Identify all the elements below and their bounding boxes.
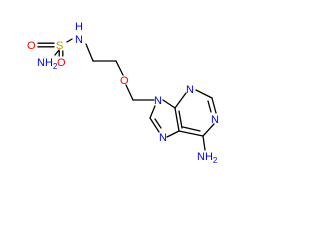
bond-c6-c5-inner bbox=[182, 126, 201, 132]
atom-n7: N bbox=[159, 132, 167, 144]
bond-c8-n7-inner bbox=[154, 118, 162, 129]
nh2-amino-main: NH bbox=[197, 151, 213, 163]
bond-o-c3 bbox=[125, 84, 134, 101]
bond-n-c1 bbox=[85, 43, 94, 62]
bond-c2-n1-inner bbox=[207, 100, 212, 113]
atom-labels: S O O N H NH2 O N N N N NH2 bbox=[27, 21, 219, 165]
atom-n1: N bbox=[211, 114, 219, 126]
atom-o-sulfonyl-bottom: O bbox=[57, 57, 66, 69]
nh2-sulfonyl-main: NH bbox=[37, 57, 53, 69]
molecule-structure-diagram: S O O N H NH2 O N N N N NH2 bbox=[27, 21, 219, 165]
atom-n9: N bbox=[154, 95, 162, 107]
bond-c2-o bbox=[115, 60, 124, 76]
bond-c4-c5 bbox=[174, 107, 180, 132]
nh2-sulfonyl-subscript: 2 bbox=[53, 62, 58, 71]
bonds bbox=[37, 38, 217, 151]
atom-n3: N bbox=[186, 84, 194, 96]
bond-c2-n1 bbox=[211, 97, 217, 114]
bond-c8-n7 bbox=[149, 117, 160, 133]
atom-n-sulfonamide: N bbox=[75, 34, 83, 46]
bond-n9-c8 bbox=[149, 105, 156, 119]
bond-n7-c5 bbox=[166, 130, 180, 138]
bond-s-nh bbox=[66, 38, 73, 43]
bond-n9-c4 bbox=[162, 99, 176, 109]
atom-s: S bbox=[56, 40, 63, 52]
bond-c6-c5 bbox=[178, 130, 204, 137]
bond-n3-c2 bbox=[195, 89, 213, 99]
atom-h-sulfonamide: H bbox=[75, 21, 83, 33]
bond-c4-c5-inner bbox=[178, 110, 183, 129]
bond-c6-nh2 bbox=[202, 135, 206, 151]
bond-s-nh2 bbox=[54, 49, 60, 56]
atom-o-sulfonyl-left: O bbox=[27, 40, 36, 52]
bond-n1-c6 bbox=[202, 123, 215, 137]
nh2-amino-subscript: 2 bbox=[213, 156, 218, 165]
atom-nh2-amino: NH2 bbox=[197, 151, 218, 165]
bond-c4-n3 bbox=[174, 92, 187, 109]
atom-nh2-sulfonyl: NH2 bbox=[37, 57, 58, 71]
atom-o-ether: O bbox=[120, 75, 129, 87]
